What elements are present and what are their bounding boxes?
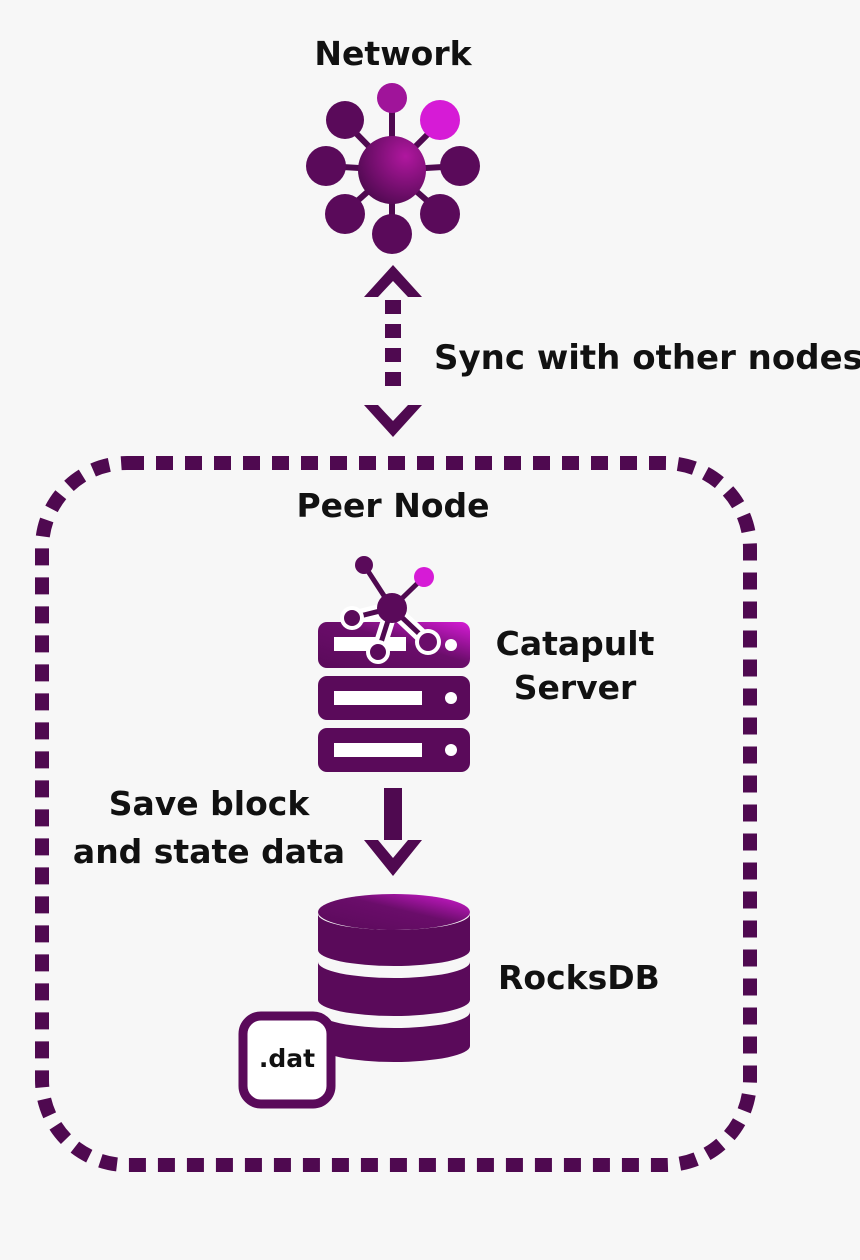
sync-label: Sync with other nodes bbox=[434, 338, 860, 378]
sync-arrow bbox=[364, 265, 422, 437]
peer-node-label: Peer Node bbox=[296, 486, 490, 525]
save-data-label: Save block and state data bbox=[64, 780, 354, 876]
catapult-server-label-line1: Catapult bbox=[495, 624, 655, 663]
file-icon bbox=[238, 1011, 336, 1109]
network-label: Network bbox=[314, 34, 472, 73]
save-arrow bbox=[364, 788, 422, 876]
database-icon bbox=[318, 894, 470, 1062]
peer-node-border bbox=[35, 456, 757, 1172]
catapult-server-label-line2: Server bbox=[513, 668, 637, 707]
rocksdb-label: RocksDB bbox=[498, 958, 660, 997]
server-rack-icon bbox=[318, 556, 470, 772]
dat-file-label: .dat bbox=[258, 1044, 316, 1073]
catapult-server-label: Catapult Server bbox=[490, 622, 660, 710]
save-data-label-line1: Save block bbox=[108, 784, 310, 823]
network-hub-icon bbox=[306, 83, 480, 254]
save-data-label-line2: and state data bbox=[72, 832, 346, 871]
